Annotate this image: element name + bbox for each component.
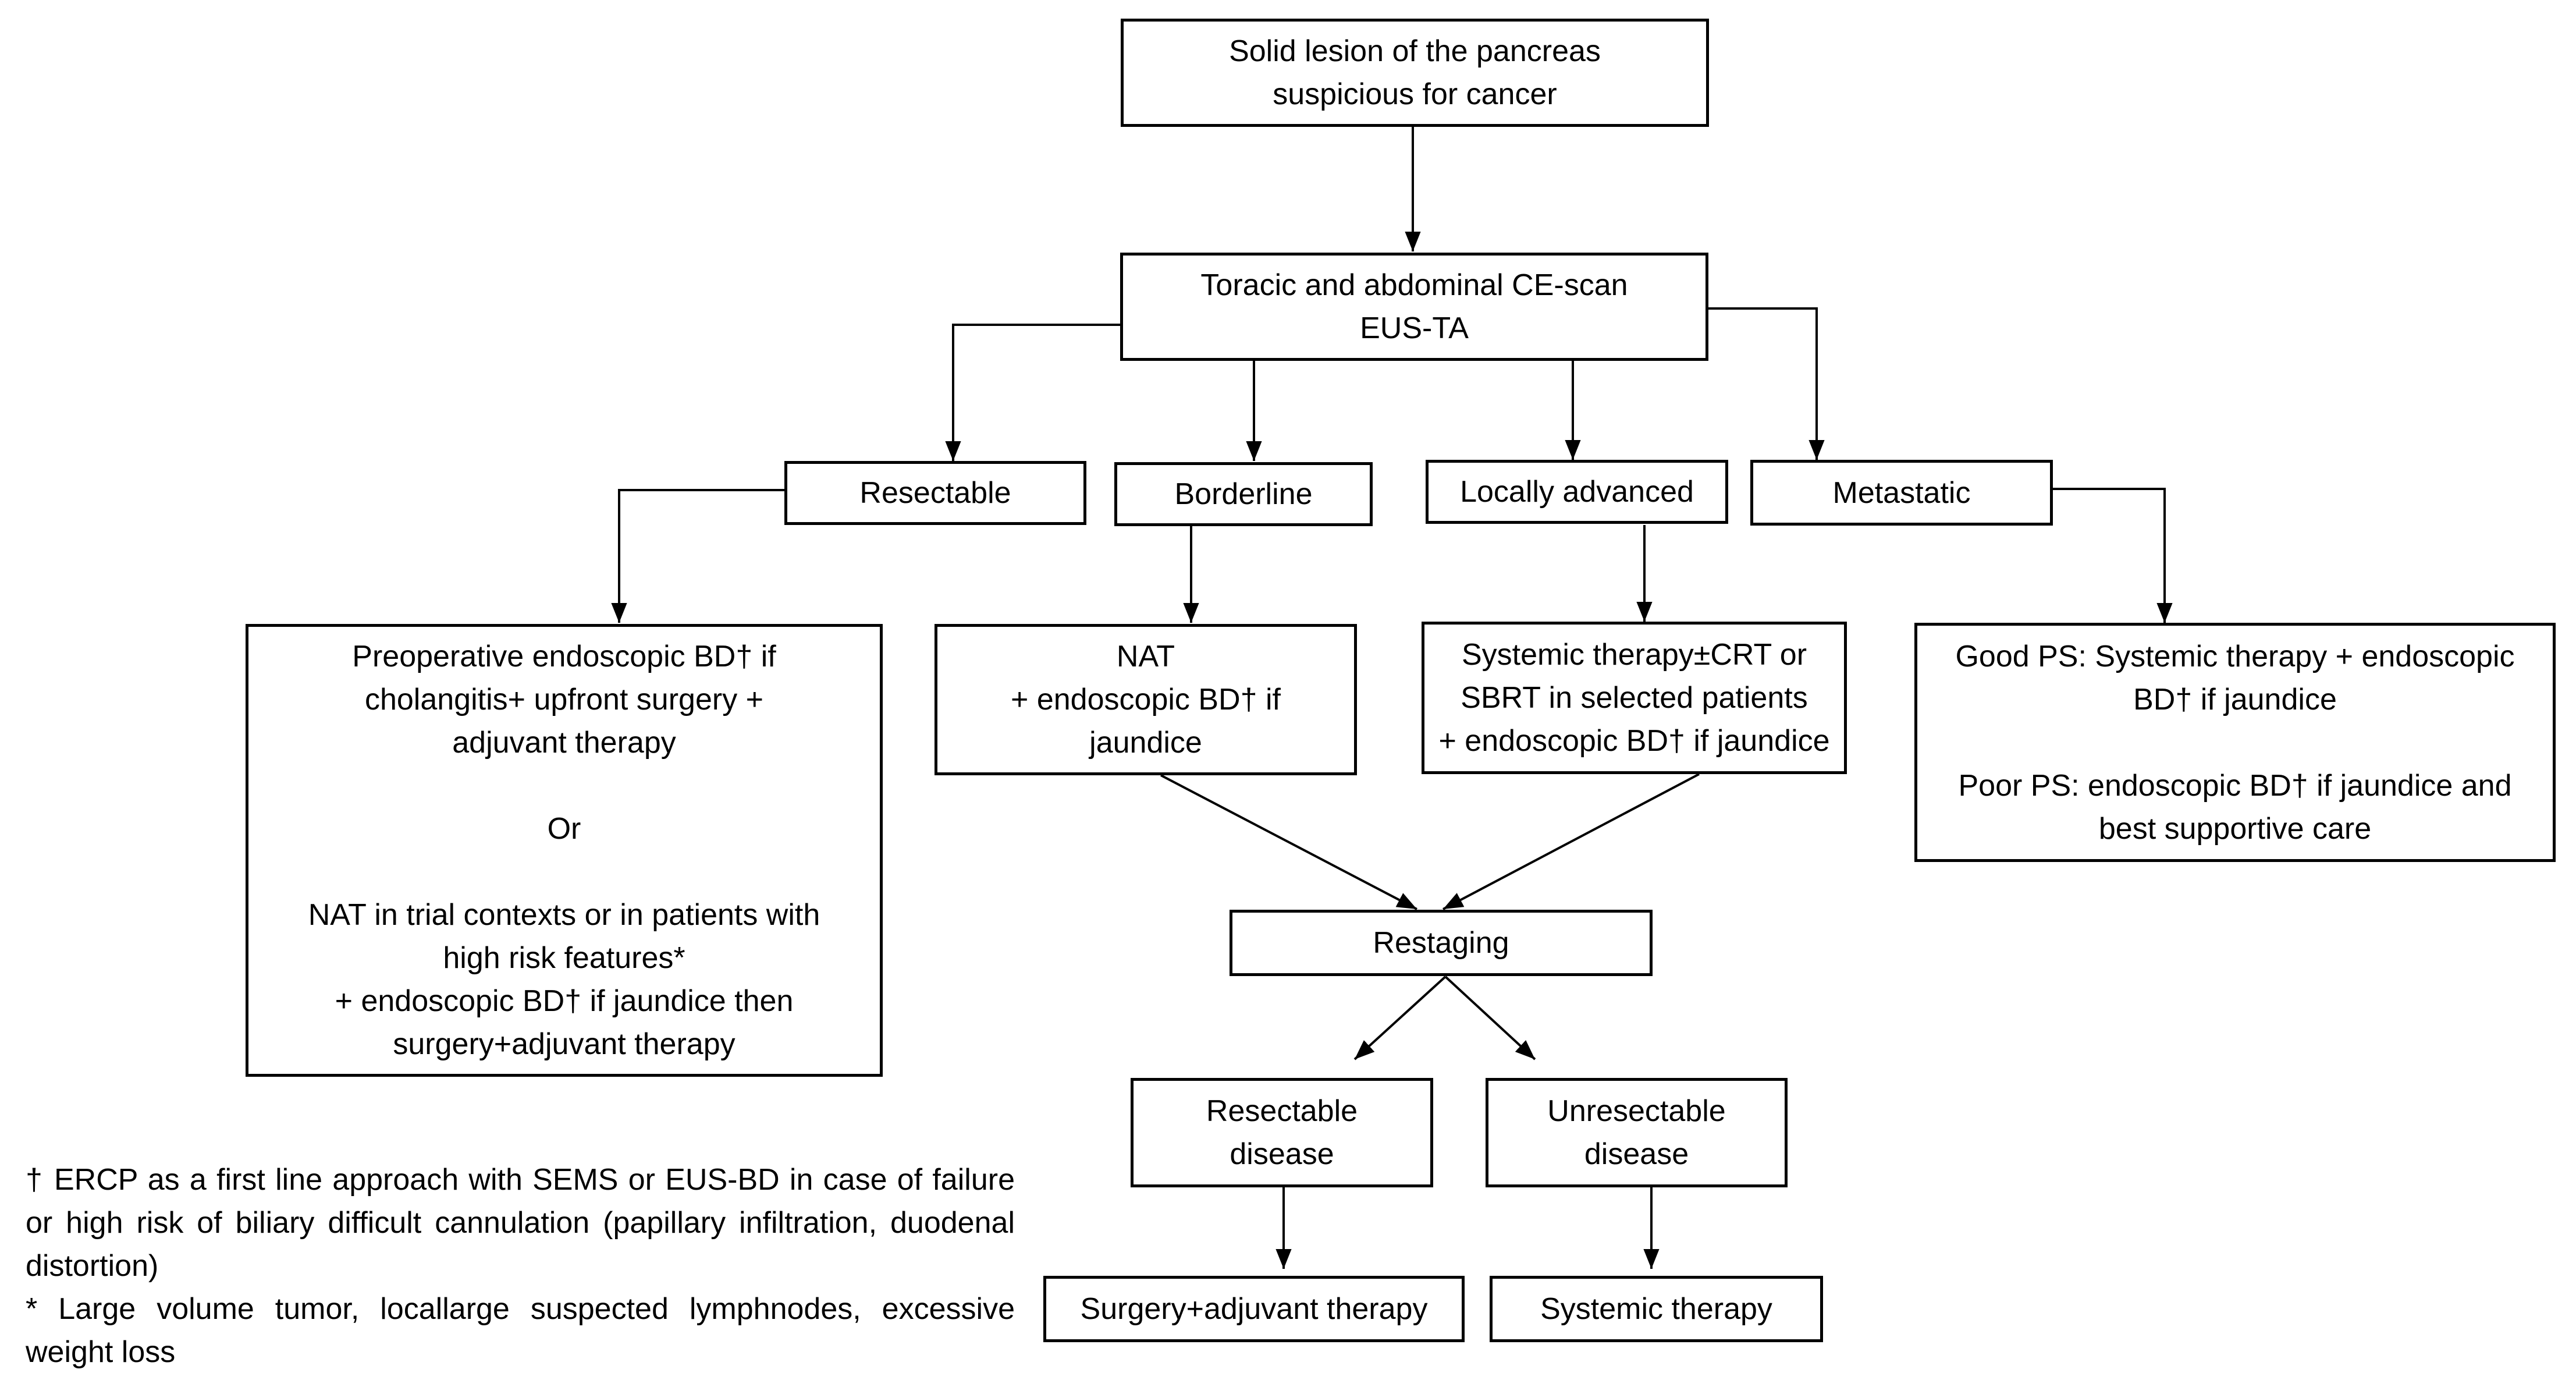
locally-advanced-plan-line-2: SBRT in selected patients (1461, 681, 1808, 715)
arrow-borderline-plan-to-restaging (1160, 774, 1417, 910)
footnote-dagger: † ERCP as a first line approach with SEM… (26, 1163, 1015, 1283)
footnote-asterisk: * Large volume tumor, locallarge suspect… (26, 1292, 1015, 1369)
arrow-imaging-to-resectable (945, 324, 1120, 461)
resectable-disease-line-1: Resectable (1206, 1094, 1358, 1128)
metastatic-plan-poor-2: best supportive care (2098, 811, 2372, 846)
borderline-plan-line-2: + endoscopic BD† if (1011, 683, 1281, 716)
resectable-plan-line-7: surgery+adjuvant therapy (393, 1027, 736, 1061)
resectable-plan-line-1: Preoperative endoscopic BD† if (352, 640, 776, 673)
locally-advanced-plan-line-1: Systemic therapy±CRT or (1461, 638, 1807, 672)
resectable-plan-line-6: + endoscopic BD† if jaundice then (335, 984, 794, 1018)
arrow-resectable-to-plan (611, 489, 784, 623)
metastatic-plan-poor-1: Poor PS: endoscopic BD† if jaundice and (1958, 768, 2512, 803)
metastatic-plan-box: Good PS: Systemic therapy + endoscopic B… (1914, 623, 2556, 862)
resectable-plan-line-3: adjuvant therapy (452, 726, 676, 760)
locally-advanced-label: Locally advanced (1460, 475, 1694, 509)
arrow-imaging-to-metastatic (1708, 307, 1825, 460)
arrow-restaging-to-unresectable-disease (1444, 975, 1536, 1060)
arrow-locally-advanced-plan-to-restaging (1442, 773, 1700, 910)
resectable-plan-or: Or (547, 812, 581, 846)
resectable-plan-line-2: cholangitis+ upfront surgery + (364, 683, 764, 716)
footnotes: † ERCP as a first line approach with SEM… (26, 1158, 1015, 1374)
resectable-plan-box: Preoperative endoscopic BD† if cholangit… (246, 624, 883, 1077)
metastatic-label: Metastatic (1832, 476, 1971, 510)
start-box: Solid lesion of the pancreas suspicious … (1121, 19, 1709, 127)
systemic-label: Systemic therapy (1540, 1292, 1772, 1326)
imaging-box: Toracic and abdominal CE-scan EUS-TA (1120, 253, 1708, 361)
resectable-plan-line-4: NAT in trial contexts or in patients wit… (308, 898, 820, 932)
restaging-label: Restaging (1373, 926, 1509, 960)
metastatic-plan-good-2: BD† if jaundice (2133, 682, 2337, 716)
resectable-plan-line-5: high risk features* (443, 941, 685, 975)
locally-advanced-plan-line-3: + endoscopic BD† if jaundice (1438, 724, 1830, 758)
start-line-2: suspicious for cancer (1273, 77, 1557, 111)
borderline-plan-line-1: NAT (1116, 640, 1175, 673)
surgery-box: Surgery+adjuvant therapy (1043, 1276, 1465, 1342)
unresectable-disease-line-1: Unresectable (1547, 1094, 1726, 1128)
borderline-box: Borderline (1114, 462, 1373, 526)
unresectable-disease-box: Unresectable disease (1486, 1078, 1788, 1187)
resectable-label: Resectable (859, 476, 1011, 510)
surgery-label: Surgery+adjuvant therapy (1080, 1292, 1428, 1326)
resectable-disease-line-2: disease (1230, 1137, 1334, 1171)
imaging-line-1: Toracic and abdominal CE-scan (1200, 268, 1628, 302)
borderline-plan-line-3: jaundice (1089, 726, 1202, 760)
resectable-box: Resectable (784, 461, 1086, 525)
restaging-box: Restaging (1230, 910, 1653, 976)
arrow-metastatic-to-plan (2051, 488, 2173, 623)
imaging-line-2: EUS-TA (1360, 311, 1469, 345)
resectable-disease-box: Resectable disease (1131, 1078, 1433, 1187)
locally-advanced-plan-box: Systemic therapy±CRT or SBRT in selected… (1422, 622, 1847, 774)
borderline-plan-box: NAT + endoscopic BD† if jaundice (935, 624, 1357, 775)
unresectable-disease-line-2: disease (1584, 1137, 1689, 1171)
systemic-box: Systemic therapy (1490, 1276, 1823, 1342)
arrow-restaging-to-resectable-disease (1353, 975, 1447, 1060)
metastatic-plan-good-1: Good PS: Systemic therapy + endoscopic (1955, 639, 2515, 673)
locally-advanced-box: Locally advanced (1426, 460, 1728, 524)
borderline-label: Borderline (1174, 477, 1313, 511)
metastatic-box: Metastatic (1750, 460, 2053, 526)
start-line-1: Solid lesion of the pancreas (1229, 34, 1601, 68)
